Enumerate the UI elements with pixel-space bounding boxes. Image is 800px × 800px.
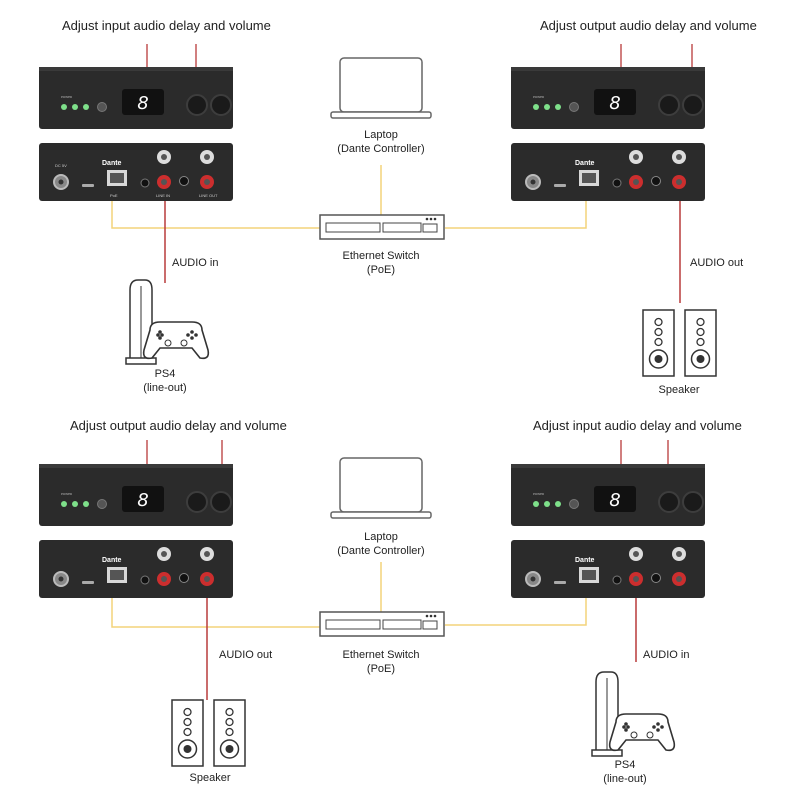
d2-right-unit-rear bbox=[510, 539, 706, 599]
d2-network-line-right bbox=[445, 592, 587, 626]
d1-left-title: Adjust input audio delay and volume bbox=[62, 18, 271, 33]
d1-left-unit-front bbox=[38, 66, 234, 130]
d2-switch-label: Ethernet Switch (PoE) bbox=[342, 649, 420, 675]
d2-left-unit-front bbox=[38, 463, 234, 527]
d2-speaker-label: Speaker bbox=[189, 772, 231, 784]
d2-network-line-left bbox=[111, 592, 320, 628]
d1-left-dc-label: DC 5V bbox=[55, 163, 67, 168]
d2-right-audio-label: AUDIO in bbox=[643, 649, 690, 661]
d1-ps4-label: PS4 (line-out) bbox=[143, 368, 187, 394]
d1-left-poe-label: PoE bbox=[110, 193, 118, 198]
d1-left-audio-label: AUDIO in bbox=[172, 257, 219, 269]
d2-left-audio-label: AUDIO out bbox=[219, 649, 273, 661]
d1-left-brand: Dante bbox=[102, 160, 122, 167]
d1-switch-label: Ethernet Switch (PoE) bbox=[342, 250, 420, 276]
d1-right-unit-rear bbox=[510, 142, 706, 202]
d2-ps4-label: PS4 (line-out) bbox=[603, 759, 647, 785]
d2-left-title: Adjust output audio delay and volume bbox=[70, 418, 287, 433]
d1-network-line-right bbox=[445, 195, 587, 229]
d1-left-line-in-label: LINE IN bbox=[156, 193, 171, 198]
diagram-1 bbox=[38, 44, 717, 377]
diagram-2 bbox=[38, 440, 706, 767]
d1-speaker-label: Speaker bbox=[658, 384, 700, 396]
d1-left-line-out-label: LINE OUT bbox=[199, 193, 218, 198]
d2-left-brand: Dante bbox=[102, 557, 122, 564]
d1-laptop-icon bbox=[330, 57, 432, 119]
d1-network-line-left bbox=[111, 195, 320, 229]
d1-switch-icon bbox=[319, 214, 445, 240]
d2-speaker-icon bbox=[171, 699, 246, 767]
d1-right-audio-label: AUDIO out bbox=[690, 257, 744, 269]
d1-right-title: Adjust output audio delay and volume bbox=[540, 18, 757, 33]
d2-right-title: Adjust input audio delay and volume bbox=[533, 418, 742, 433]
d2-laptop-label: Laptop (Dante Controller) bbox=[337, 531, 425, 557]
d2-right-unit-front bbox=[510, 463, 706, 527]
d1-laptop-label: Laptop (Dante Controller) bbox=[337, 129, 425, 155]
d1-ps4-icon bbox=[125, 279, 210, 365]
d2-ps4-icon bbox=[591, 671, 676, 757]
d2-laptop-icon bbox=[330, 457, 432, 519]
d2-right-brand: Dante bbox=[575, 557, 595, 564]
d2-switch-icon bbox=[319, 611, 445, 637]
d1-right-unit-front bbox=[510, 66, 706, 130]
d1-speaker-icon bbox=[642, 309, 717, 377]
d1-right-brand: Dante bbox=[575, 160, 595, 167]
d2-left-unit-rear bbox=[38, 539, 234, 599]
